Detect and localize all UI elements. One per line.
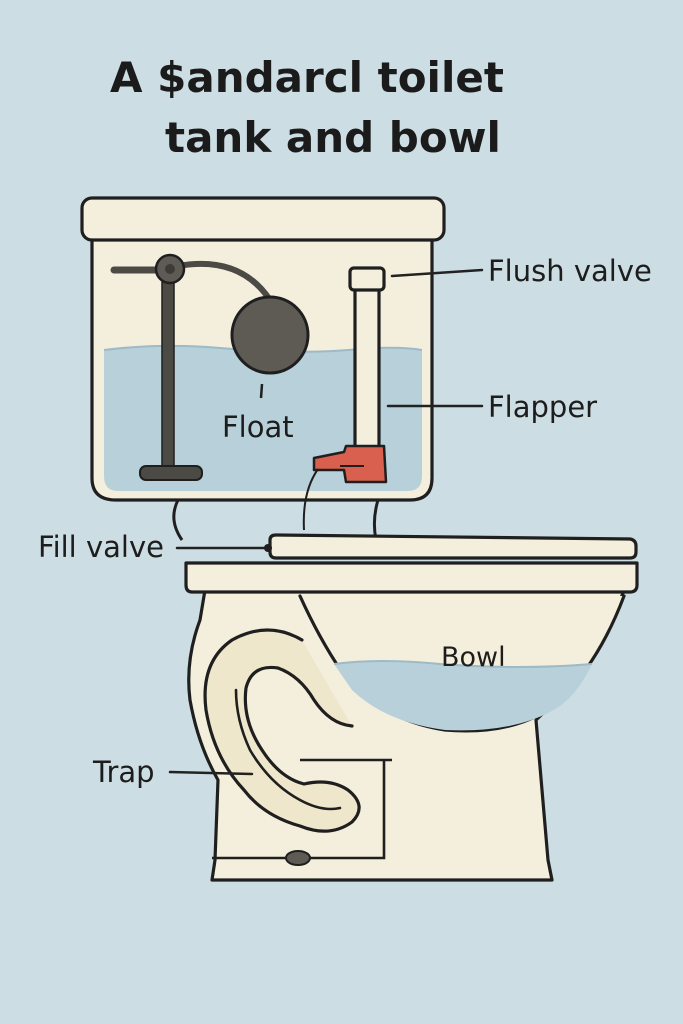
seat-lid <box>268 533 638 560</box>
bowl-assembly <box>184 533 639 882</box>
bowl-water <box>334 661 592 731</box>
flush-valve-leader <box>390 268 484 278</box>
trap-label: Trap <box>92 755 155 789</box>
flush-valve-label: Flush valve <box>488 254 652 288</box>
trapway <box>203 628 361 833</box>
fill-valve-label: Fill valve <box>38 530 164 564</box>
flapper-label: Flapper <box>488 390 597 424</box>
flapper-chain <box>302 468 319 531</box>
supply-line <box>172 499 184 541</box>
fill-valve-assembly <box>110 253 310 481</box>
pivot-nut-center <box>165 264 175 274</box>
float-tick <box>259 383 264 399</box>
float-ball <box>230 295 310 375</box>
float-label: Float <box>222 410 294 444</box>
tank-lid <box>80 196 446 242</box>
bowl-waterline <box>333 660 593 668</box>
overflow-tube <box>353 284 381 458</box>
title-line-1: A $andarcl toilet <box>110 53 504 102</box>
flush-valve-assembly <box>302 266 388 531</box>
floor-bolt-cap <box>285 850 311 866</box>
bowl-rim <box>184 561 639 594</box>
flapper <box>312 444 388 484</box>
overflow-tube-cap <box>348 266 386 292</box>
trap-leader <box>168 770 254 776</box>
fill-valve-leader-dot <box>264 544 272 552</box>
tank-coupler <box>372 499 380 541</box>
title-line-2: tank and bowl <box>165 113 501 162</box>
fill-valve-rod <box>161 271 175 469</box>
trapway-inner <box>234 688 342 811</box>
bowl-label: Bowl <box>441 642 506 673</box>
fill-valve-base <box>139 465 203 481</box>
pedestal-line <box>212 760 386 860</box>
float-arm <box>175 260 273 303</box>
